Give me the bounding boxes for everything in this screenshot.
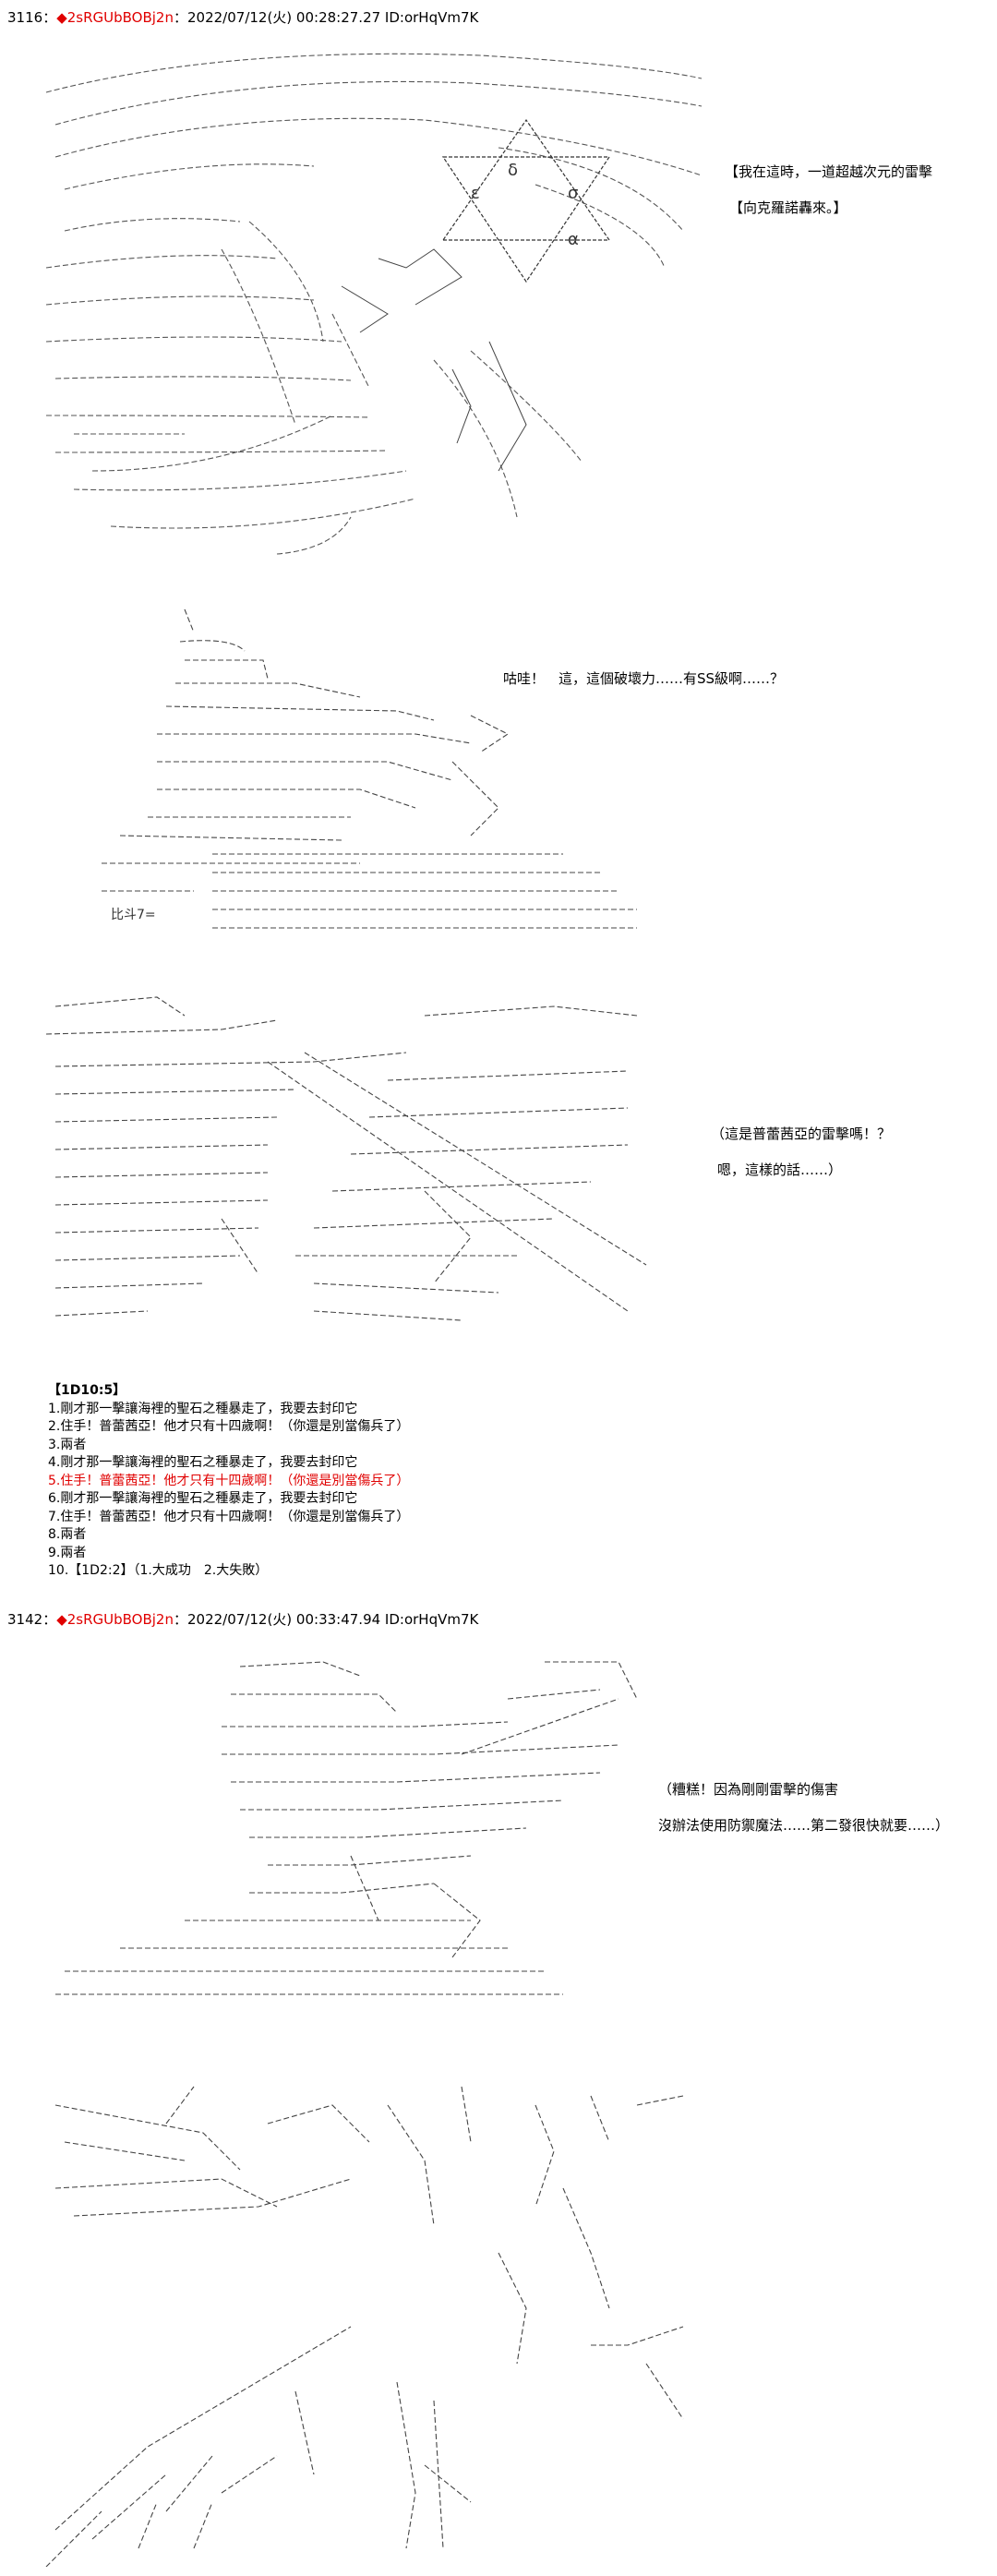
poll-item-9: 9.兩者 <box>48 1545 87 1560</box>
poll-item-10: 10.【1D2:2】（1.大成功 2.大失敗） <box>48 1563 269 1578</box>
svg-text:σ: σ <box>568 184 578 203</box>
thought-line-4: 沒辦法使用防禦魔法……第二發很快就要……） <box>658 1817 950 1834</box>
post-header-1: 3116：◆2sRGUbBOBj2n：2022/07/12(火) 00:28:2… <box>7 7 478 27</box>
poll-item-4: 4.剛才那一擊讓海裡的聖石之種暴走了，我要去封印它 <box>48 1455 358 1470</box>
ascii-art-drawing: δ ε σ α <box>45 53 703 555</box>
ascii-art-panel-2: 比斗7= <box>83 596 655 946</box>
poll-item-5-selected: 5.住手！普蕾茜亞！他才只有十四歲啊！（你還是別當傷兵了） <box>48 1473 410 1488</box>
dialogue-line-p2: 咕哇！ 這，這個破壞力……有SS級啊……？ <box>503 670 785 687</box>
post-separator: ： <box>42 1611 57 1628</box>
poll-item-3: 3.兩者 <box>48 1437 87 1452</box>
poll-title: 【1D10:5】 <box>48 1383 126 1398</box>
thought-line-2: 嗯，這樣的話……） <box>717 1162 843 1178</box>
post-meta: ：2022/07/12(火) 00:28:27.27 ID:orHqVm7K <box>174 9 479 26</box>
ascii-art-panel-3 <box>37 979 674 1348</box>
ascii-art-panel-1: δ ε σ α <box>37 37 711 582</box>
ascii-art-drawing <box>45 2086 684 2567</box>
post-header-2: 3142：◆2sRGUbBOBj2n：2022/07/12(火) 00:33:4… <box>7 1609 478 1629</box>
svg-text:α: α <box>568 230 579 249</box>
poster-name[interactable]: ◆2sRGUbBOBj2n <box>56 9 174 26</box>
poll-item-7: 7.住手！普蕾茜亞！他才只有十四歲啊！（你還是別當傷兵了） <box>48 1509 410 1524</box>
ascii-art-drawing <box>55 1661 638 1995</box>
thought-line-3: （糟糕！因為剛剛雷擊的傷害 <box>658 1781 839 1798</box>
art-label-hokuto: 比斗7= <box>111 908 156 922</box>
thought-line-1: （這是普蕾茜亞的雷擊嗎！？ <box>711 1125 892 1142</box>
narration-line-2: 【向克羅諾轟來。】 <box>729 199 847 216</box>
dice-poll: 【1D10:5】 1.剛才那一擊讓海裡的聖石之種暴走了，我要去封印它 2.住手！… <box>48 1382 409 1581</box>
ascii-art-panel-4 <box>46 1643 655 2022</box>
poll-item-8: 8.兩者 <box>48 1527 87 1542</box>
poster-name[interactable]: ◆2sRGUbBOBj2n <box>56 1611 174 1628</box>
narration-line-1: 【我在這時，一道超越次元的雷擊 <box>725 163 933 180</box>
ascii-art-drawing <box>45 996 647 1321</box>
poll-item-6: 6.剛才那一擊讓海裡的聖石之種暴走了，我要去封印它 <box>48 1491 358 1506</box>
poll-item-2: 2.住手！普蕾茜亞！他才只有十四歲啊！（你還是別當傷兵了） <box>48 1419 410 1434</box>
post-number: 3142 <box>7 1611 43 1628</box>
ascii-art-drawing: 比斗7= <box>102 608 637 929</box>
svg-text:δ: δ <box>508 161 518 180</box>
post-number: 3116 <box>7 9 43 26</box>
ascii-art-panel-5 <box>37 2068 757 2567</box>
post-separator: ： <box>42 9 57 26</box>
poll-item-1: 1.剛才那一擊讓海裡的聖石之種暴走了，我要去封印它 <box>48 1401 358 1416</box>
post-meta: ：2022/07/12(火) 00:33:47.94 ID:orHqVm7K <box>174 1611 479 1628</box>
svg-text:ε: ε <box>471 184 480 203</box>
